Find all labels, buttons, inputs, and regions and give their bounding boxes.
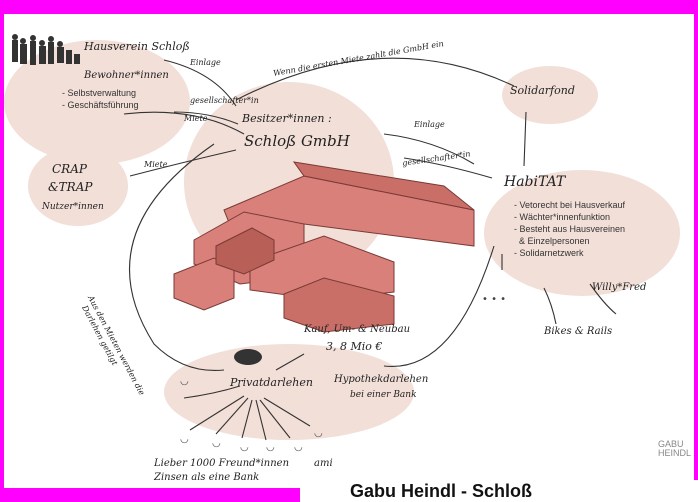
- arrows: [123, 57, 617, 441]
- diagram-drawing: [12, 34, 617, 441]
- crap-line3: Nutzer*innen: [42, 202, 104, 212]
- blob-financing: [164, 344, 414, 440]
- habitat-item-1: - Vetorecht bei Hausverkauf: [514, 200, 626, 210]
- solidarfond-label: Solidarfond: [510, 84, 575, 97]
- habitat-item-4: & Einzelpersonen: [514, 236, 590, 246]
- stakeholder-item-2: - Geschäftsführung: [62, 100, 139, 110]
- crap-line2: &TRAP: [48, 180, 93, 194]
- lender-marker: ◡: [180, 376, 189, 387]
- blob-solidarfond: [502, 66, 598, 124]
- privatdarlehen-label: Privatdarlehen: [230, 376, 313, 389]
- arrow-label-miete-left: Miete: [184, 114, 208, 123]
- more-dots: • • •: [482, 294, 507, 305]
- owner-line1: Besitzer*innen :: [242, 112, 332, 125]
- diagram-sheet: Hausverein Schloß Bewohner*innen - Selbs…: [4, 14, 694, 488]
- arrow-label-einlage-right: Einlage: [414, 120, 445, 129]
- bikes-rails-label: Bikes & Rails: [544, 326, 613, 337]
- lender-marker: ◡: [212, 438, 221, 449]
- arrow-label-gesellschafterin-top: gesellschafter*in: [190, 96, 259, 105]
- lender-marker: ◡: [240, 442, 249, 453]
- bottom-note-line2: Zinsen als eine Bank: [154, 472, 260, 483]
- pig-illustration: [234, 349, 262, 365]
- arrow-label-einlage-top: Einlage: [190, 58, 221, 67]
- bewohner-label: Bewohner*innen: [84, 70, 169, 81]
- blob-crap: [28, 146, 128, 226]
- owner-line2: Schloß GmbH: [244, 132, 350, 150]
- lender-marker: ◡: [294, 442, 303, 453]
- bottom-note-line1: Lieber 1000 Freund*innen: [154, 458, 290, 469]
- logo-line-2: HEINDL: [658, 448, 692, 458]
- stakeholder-item-1: - Selbstverwaltung: [62, 88, 137, 98]
- gabu-heindl-logo: GABU HEINDL: [658, 440, 691, 458]
- hypothek-line2: bei einer Bank: [350, 390, 417, 400]
- arrow-label-miete-crap: Miete: [144, 160, 168, 169]
- habitat-item-5: - Solidarnetzwerk: [514, 248, 584, 258]
- caption-box: Gabu Heindl - Schloß: [300, 480, 698, 502]
- crap-line1: CRAP: [52, 162, 87, 176]
- habitat-item-2: - Wächter*innenfunktion: [514, 212, 611, 222]
- willy-fred-label: Willy*Fred: [592, 282, 647, 293]
- lender-marker: ◡: [180, 434, 189, 445]
- hausverein-title: Hausverein Schloß: [84, 40, 190, 53]
- lender-marker: ◡: [266, 442, 275, 453]
- crowd-illustration: [12, 34, 80, 65]
- habitat-title: HabiTAT: [504, 174, 566, 190]
- hypothek-line1: Hypothekdarlehen: [334, 374, 429, 385]
- lender-marker: ◡: [314, 428, 323, 439]
- bottom-note-suffix: ami: [314, 458, 333, 469]
- building-illustration: [173, 161, 475, 333]
- logo-line-1: GABU: [658, 439, 684, 449]
- habitat-item-3: - Besteht aus Hausvereinen: [514, 224, 626, 234]
- kauf-line2: 3, 8 Mio €: [326, 340, 383, 353]
- caption-text: Gabu Heindl - Schloß: [350, 481, 533, 501]
- kauf-line1: Kauf, Um- & Neubau: [304, 324, 411, 335]
- blob-habitat: [484, 170, 680, 296]
